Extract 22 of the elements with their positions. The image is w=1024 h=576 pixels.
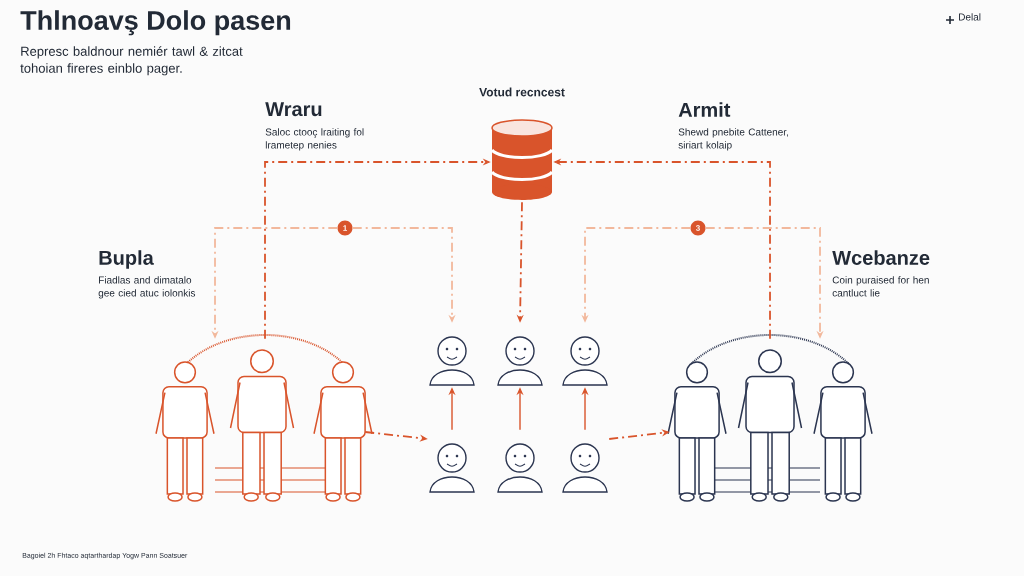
section-heading: Wraru (265, 102, 322, 117)
section-text: Saloc ctooç lraiting fol lrametep nenies (265, 128, 364, 151)
people-group-drawing (667, 334, 873, 502)
title: Thlnoavş Dolo pasen (20, 10, 291, 36)
person-bust-icon (429, 443, 475, 493)
person-bust-icon (562, 336, 608, 386)
section-text: Coin puraised for hen cantluct lie (832, 276, 929, 297)
person-bust-icon (429, 336, 475, 386)
section-heading: Wcebanze (832, 250, 930, 265)
section-heading: Bupla (99, 250, 154, 269)
menu-label: Delal (959, 13, 981, 21)
section-text: Fiadlas and dimatalo gee cied atuc iolonkis (98, 276, 196, 299)
people-group-drawing (155, 334, 373, 502)
step-badge: 3 (690, 220, 706, 236)
section-text: Shewd pnebite Cattener, siriart kolaip (678, 128, 788, 151)
subtitle: Represc baldnour nemiér tawl & zitcat tohoian fireres einblo pager. (20, 46, 243, 76)
step-badge: 1 (337, 220, 353, 236)
node-heading: Votud recncest (479, 87, 565, 97)
person-bust-icon (497, 443, 543, 493)
section-heading: Armit (678, 102, 731, 117)
person-bust-icon (562, 443, 608, 493)
person-bust-icon (497, 336, 543, 386)
